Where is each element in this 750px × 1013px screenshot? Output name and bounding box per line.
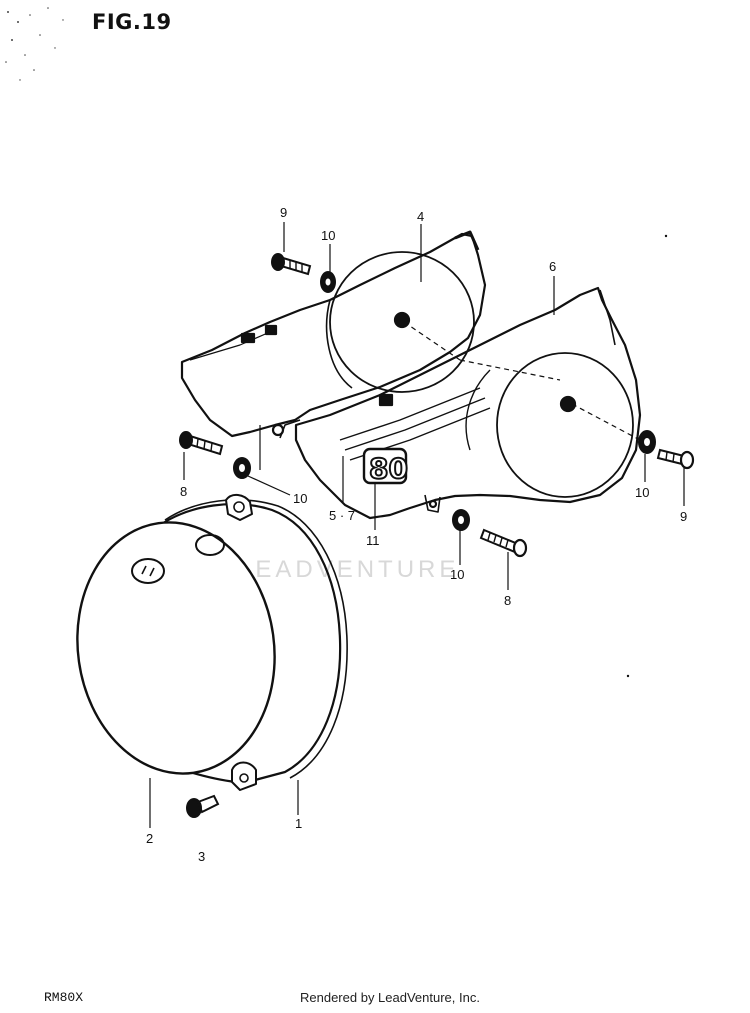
callout-8-left: 8 <box>180 484 187 499</box>
screw-3 <box>186 794 220 818</box>
callout-4: 4 <box>417 209 424 224</box>
washer-10-upper <box>320 271 336 293</box>
callout-5-7: 5 · 7 <box>329 508 355 523</box>
callout-9-right: 9 <box>680 509 687 524</box>
callout-10-lower: 10 <box>450 567 464 582</box>
frame-cover-right <box>294 286 642 520</box>
callout-11: 11 <box>366 533 380 548</box>
callout-3: 3 <box>198 849 205 864</box>
screw-8-left <box>179 431 224 456</box>
frame-cover-left <box>180 230 487 439</box>
callout-6: 6 <box>549 259 556 274</box>
watermark-text: LEADVENTURE <box>238 556 459 583</box>
washer-10-right <box>638 430 656 454</box>
leader-lines <box>149 222 685 828</box>
screw-8-lower <box>479 528 528 558</box>
speck <box>664 234 668 238</box>
callout-10-left: 10 <box>293 491 307 506</box>
crankcase-cover <box>76 494 348 791</box>
callout-8-lower: 8 <box>504 593 511 608</box>
washer-10-left <box>233 457 251 479</box>
screw-9-right <box>656 448 695 470</box>
model-code: RM80X <box>44 990 84 1005</box>
callout-10-right: 10 <box>635 485 649 500</box>
callout-1: 1 <box>295 816 302 831</box>
number-decal: 80 <box>362 447 409 486</box>
figure-title: FIG.19 <box>92 10 172 34</box>
callout-10-upper: 10 <box>321 228 335 243</box>
scan-noise <box>5 7 64 81</box>
fasteners <box>179 253 695 818</box>
speck <box>626 674 630 678</box>
render-credit: Rendered by LeadVenture, Inc. <box>300 990 480 1005</box>
washer-10-lower <box>452 509 470 531</box>
screw-9-upper <box>271 253 312 276</box>
callout-9-upper: 9 <box>280 205 287 220</box>
decal-number-text: 80 <box>369 452 408 485</box>
callout-2: 2 <box>146 831 153 846</box>
